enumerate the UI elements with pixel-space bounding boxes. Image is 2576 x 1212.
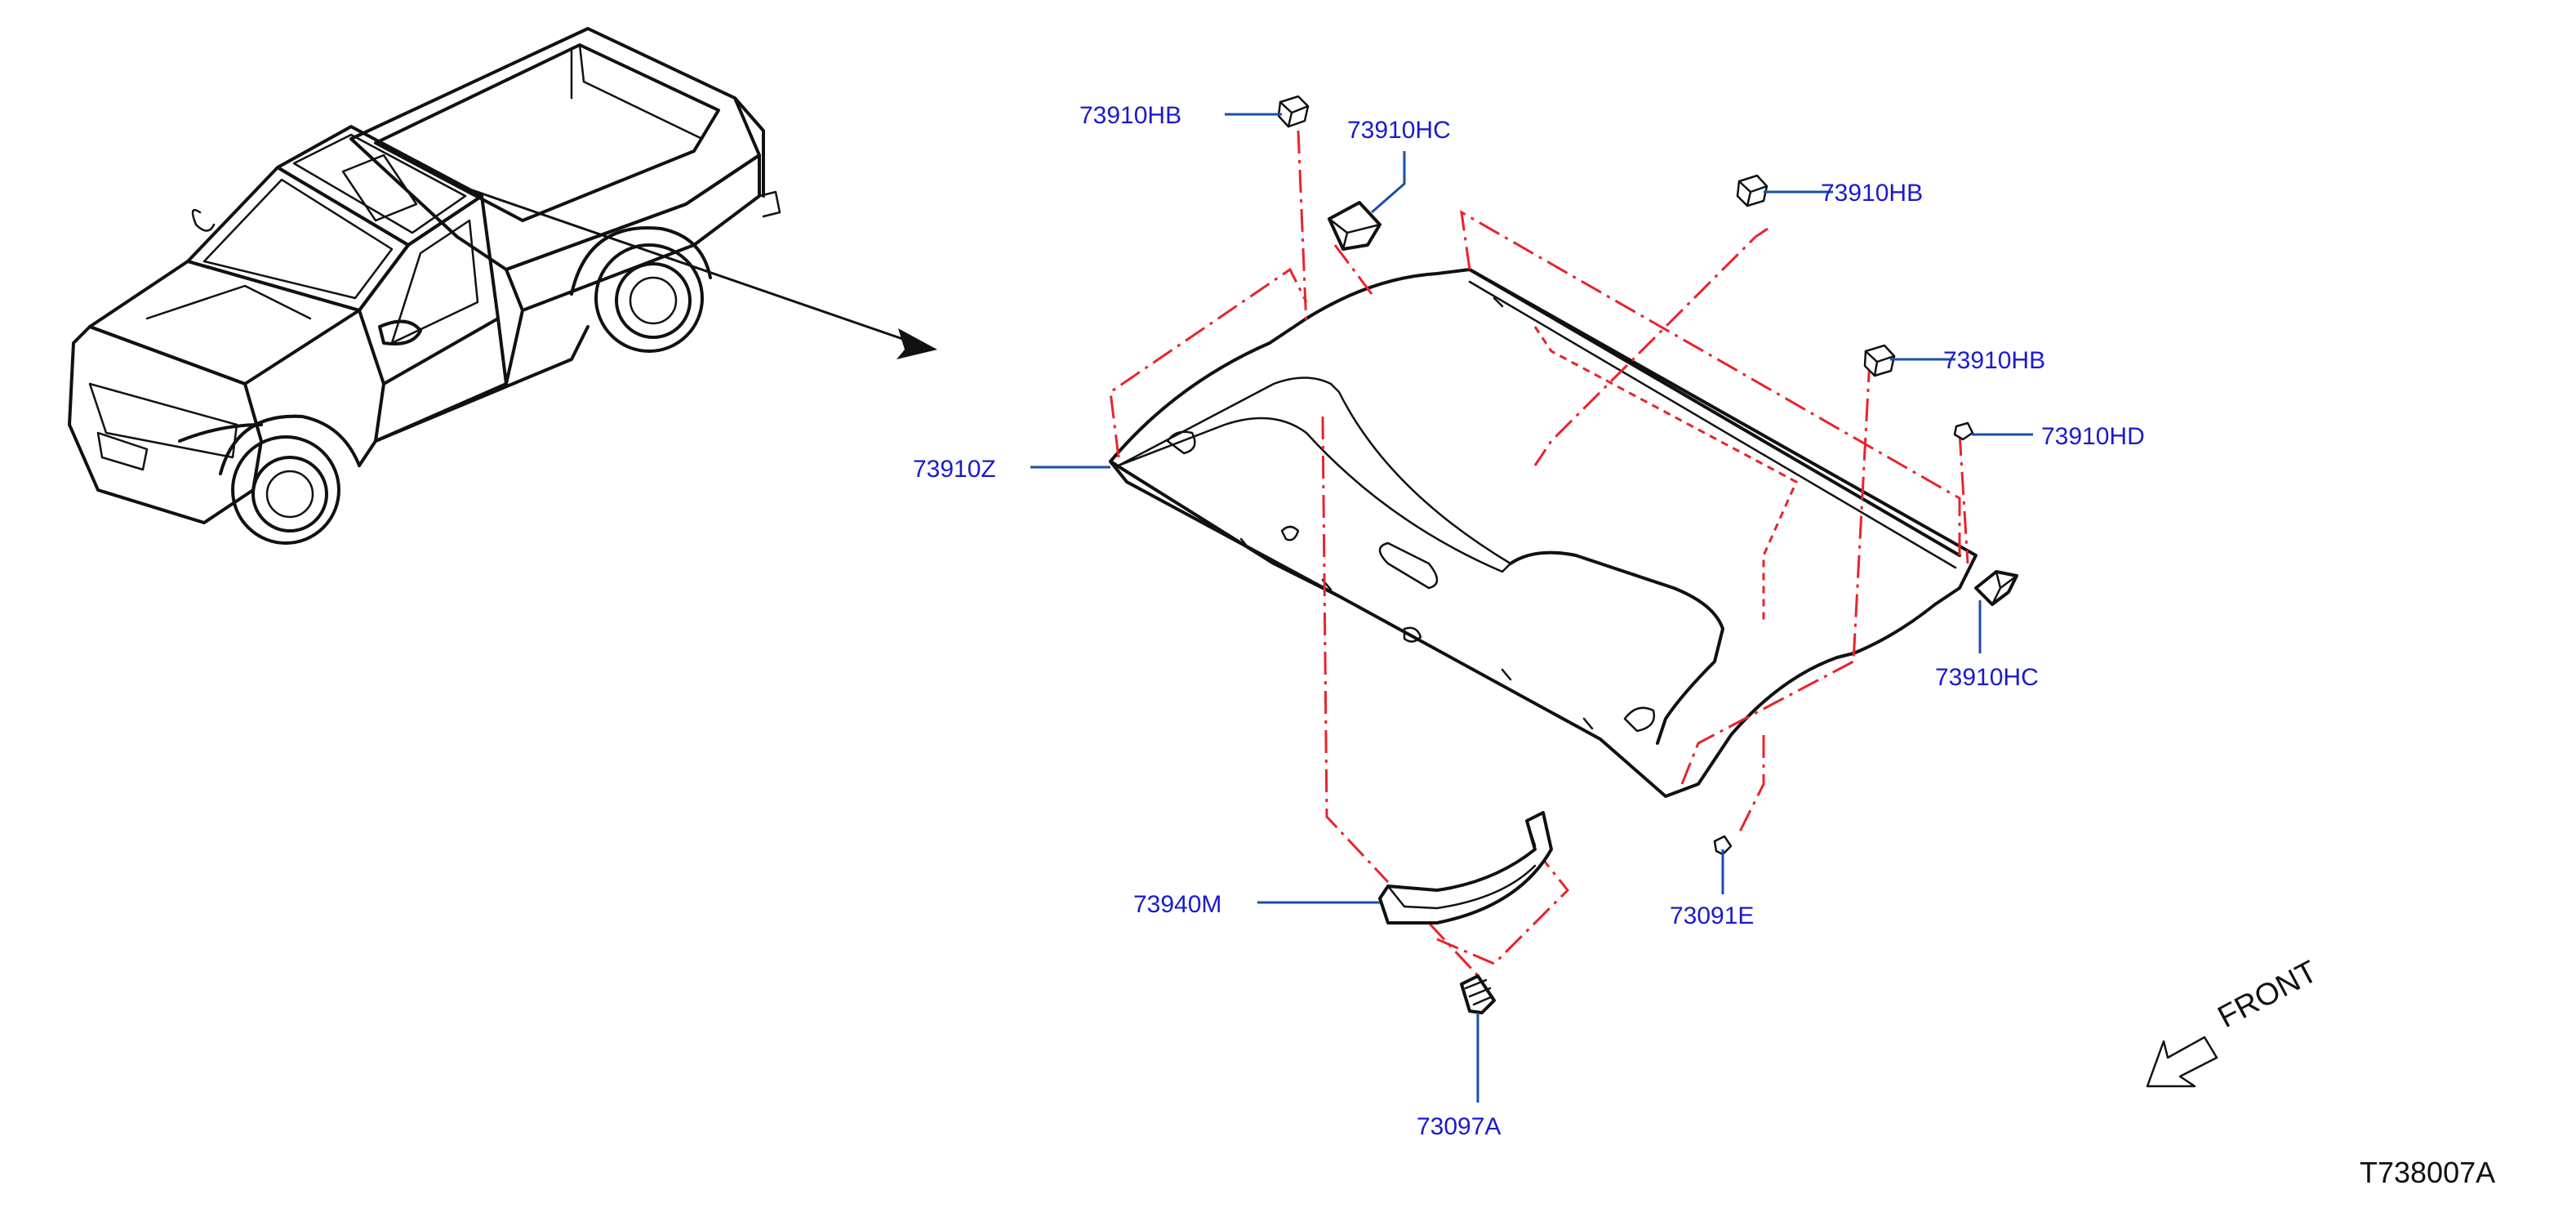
- callout-73091e: 73091E: [1670, 902, 1755, 929]
- diagram-id: T738007A: [2360, 1156, 2496, 1189]
- clip-73910hb-right: [1863, 344, 1896, 377]
- pickup-truck-illustration: [68, 27, 781, 545]
- callout-73097a: 73097A: [1417, 1113, 1502, 1140]
- clip-73910hc-right: [1974, 570, 2018, 606]
- callout-73910hd: 73910HD: [2041, 423, 2145, 450]
- front-arrow: [2146, 1036, 2218, 1088]
- clip-73091e: [1713, 835, 1733, 856]
- callout-73910hb-right: 73910HB: [1943, 347, 2046, 374]
- headlining-panel: [1109, 268, 1978, 798]
- phantom-lines: [1109, 130, 1969, 982]
- clip-73910hc-top: [1328, 201, 1381, 251]
- callout-73910hc-top: 73910HC: [1347, 117, 1451, 144]
- clip-73910hb-top-right: [1736, 174, 1768, 207]
- leader-lines: [1030, 113, 2033, 1103]
- clip-73910hd: [1953, 421, 1974, 441]
- callout-73940m: 73940M: [1133, 891, 1222, 918]
- callout-73910hc-right: 73910HC: [1935, 664, 2039, 691]
- console-73940m: [1378, 811, 1553, 925]
- clip-73910hb-top-left: [1277, 95, 1310, 128]
- callout-73910z: 73910Z: [913, 456, 996, 483]
- callout-73910hb-top-left: 73910HB: [1079, 102, 1182, 129]
- reference-arrow: [465, 186, 937, 359]
- screw-73097a: [1460, 974, 1496, 1014]
- callout-73910hb-top-right: 73910HB: [1821, 180, 1924, 207]
